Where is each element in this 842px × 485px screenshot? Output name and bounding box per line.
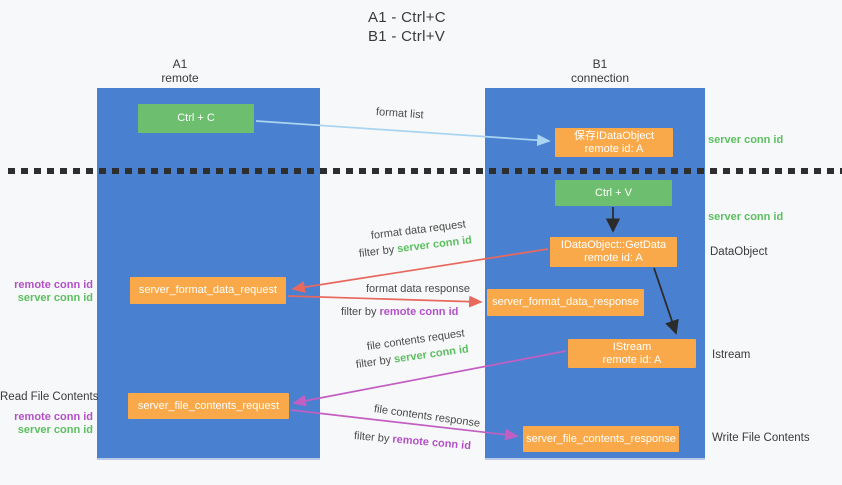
filter-by-text: filter by (341, 306, 380, 318)
node-save-idataobject-line2: remote id: A (584, 142, 644, 155)
node-idataobject-getdata-line1: IDataObject::GetData (560, 239, 667, 251)
node-idataobject-getdata-line2: remote id: A (584, 252, 643, 264)
label-filter-by-remote-conn-id-1: filter by remote conn id (341, 306, 458, 318)
lane-a1-role: remote (161, 71, 199, 85)
node-server-file-contents-request-label: server_file_contents_request (137, 399, 280, 412)
node-istream-line2: remote id: A (602, 353, 662, 366)
label-server-conn-id-top: server conn id (708, 134, 784, 146)
diagram-title: A1 - Ctrl+C B1 - Ctrl+V (368, 8, 446, 46)
node-istream: IStream remote id: A (568, 339, 696, 368)
remote-conn-id-text: remote conn id (379, 306, 459, 318)
label-read-file-contents: Read File Contents (0, 391, 99, 403)
node-istream-line1: IStream (612, 340, 652, 353)
phase-separator-dotted-line (8, 168, 842, 174)
label-filter-by-remote-conn-id-2: filter by remote conn id (353, 430, 471, 452)
label-server-conn-id-file: server conn id (17, 424, 93, 436)
node-idataobject-getdata: IDataObject::GetData remote id: A (550, 237, 677, 267)
lane-header-a1: A1 remote (130, 57, 230, 85)
node-ctrl-v: Ctrl + V (555, 180, 672, 206)
node-server-format-data-response: server_format_data_response (487, 289, 644, 316)
label-server-conn-id-format: server conn id (17, 292, 93, 304)
title-line-paste: B1 - Ctrl+V (368, 28, 446, 45)
label-file-contents-response: file contents response (373, 403, 481, 430)
label-write-file-contents: Write File Contents (712, 432, 810, 444)
label-dataobject: DataObject (710, 246, 768, 258)
lane-b1-role: connection (570, 71, 630, 85)
node-ctrl-c-label: Ctrl + C (177, 112, 215, 124)
node-server-file-contents-request: server_file_contents_request (128, 393, 289, 419)
node-server-file-contents-response-label: server_file_contents_response (526, 432, 676, 445)
label-format-data-response: format data response (366, 283, 470, 295)
node-save-idataobject: 保存IDataObject remote id: A (555, 128, 673, 157)
lane-b1-name: B1 (592, 57, 608, 71)
node-server-format-data-response-label: server_format_data_response (492, 296, 639, 308)
label-remote-conn-id-file: remote conn id (14, 411, 93, 423)
label-server-conn-id-mid: server conn id (708, 211, 784, 223)
node-save-idataobject-line1: 保存IDataObject (573, 129, 655, 142)
node-server-format-data-request: server_format_data_request (130, 277, 286, 304)
node-server-file-contents-response: server_file_contents_response (523, 426, 679, 452)
filter-by-text: filter by (358, 243, 398, 260)
node-ctrl-c: Ctrl + C (138, 104, 254, 133)
filter-by-text: filter by (353, 430, 393, 446)
label-istream: Istream (712, 349, 751, 361)
label-remote-conn-id-format: remote conn id (14, 279, 93, 291)
remote-conn-id-text: remote conn id (391, 433, 472, 453)
node-ctrl-v-label: Ctrl + V (595, 186, 632, 199)
lane-header-b1: B1 connection (550, 57, 650, 85)
node-server-format-data-request-label: server_format_data_request (138, 284, 278, 296)
title-line-copy: A1 - Ctrl+C (368, 9, 446, 26)
filter-by-text: filter by (355, 353, 395, 371)
label-format-list: format list (375, 106, 424, 122)
lane-a1-name: A1 (172, 57, 188, 71)
